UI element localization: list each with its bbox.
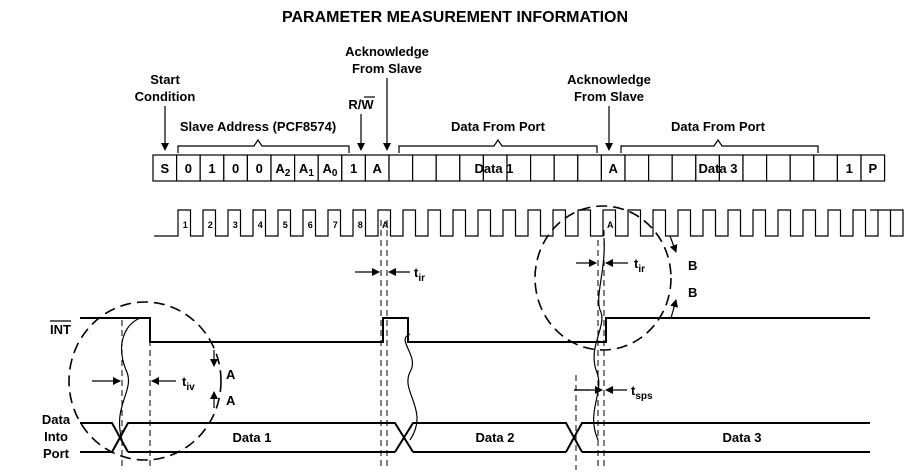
tiv-label: tiv <box>182 374 195 393</box>
frame-cell <box>671 154 697 182</box>
frame-cell <box>860 154 886 182</box>
frame-cell <box>647 154 673 182</box>
bus-data-3: Data 3 <box>722 430 761 445</box>
bus-data-2: Data 2 <box>475 430 514 445</box>
frame-cell <box>742 154 768 182</box>
frame-cell <box>577 154 602 182</box>
frame-cell-label: 1 <box>208 161 215 176</box>
rw-label: R/W <box>348 97 374 112</box>
ack1-label: Acknowledge <box>345 44 429 59</box>
data-into-port-label-2: Into <box>44 429 68 444</box>
marker-a-lower: A <box>226 393 236 408</box>
frame-cell-label: A <box>373 161 383 176</box>
tir-label-2: tir <box>634 256 645 275</box>
frame-cell <box>412 154 437 182</box>
clock-label: 3 <box>233 220 238 230</box>
frame-cell-label: A <box>609 161 619 176</box>
frame-cell <box>529 154 555 182</box>
clock-label: 4 <box>258 220 263 230</box>
clock-label: 6 <box>308 220 313 230</box>
bus-data-1: Data 1 <box>232 430 271 445</box>
frame-cell <box>765 154 791 182</box>
clock-label: A <box>607 220 614 230</box>
marker-a-upper: A <box>226 367 236 382</box>
frame-cell-label: 1 <box>350 161 357 176</box>
tir-sub-1: ir <box>418 273 425 284</box>
diagram-title: PARAMETER MEASUREMENT INFORMATION <box>282 9 628 26</box>
data-from-port-label-1: Data From Port <box>451 119 546 134</box>
tir-sub-2: ir <box>638 264 645 275</box>
slave-address-label: Slave Address (PCF8574) <box>180 119 336 134</box>
scl-clock-waveform <box>154 209 904 237</box>
clock-label: A <box>382 220 389 230</box>
clock-label: 8 <box>358 220 363 230</box>
frame-cell-label: 1 <box>846 161 853 176</box>
tir-label-1: tir <box>414 265 425 284</box>
data-into-port-label-1: Data <box>42 412 71 427</box>
int-waveform <box>80 317 870 343</box>
marker-b-upper: B <box>688 258 697 273</box>
data-from-port-label-2: Data From Port <box>671 119 766 134</box>
frame-cell-label: 0 <box>256 161 263 176</box>
clock-label: 5 <box>283 220 288 230</box>
frame-cell-label: S <box>160 161 169 176</box>
ack2-label: Acknowledge <box>567 72 651 87</box>
int-label: INT <box>50 322 71 337</box>
frame-cell <box>789 154 815 182</box>
frame-cell <box>813 154 838 182</box>
start-condition-label: Start <box>150 72 180 87</box>
frame-cell <box>388 154 414 182</box>
frame-cell <box>553 154 579 182</box>
marker-b-lower: B <box>688 285 697 300</box>
frame-cell <box>435 154 461 182</box>
frame-cell-label: P <box>868 161 877 176</box>
clock-label: 7 <box>333 220 338 230</box>
tsps-label: tsps <box>631 383 653 402</box>
data-bus-upper <box>80 422 870 453</box>
start-condition-label-2: Condition <box>135 89 196 104</box>
clock-labels: 1 2 3 4 5 6 7 8 A A <box>183 220 614 230</box>
data-into-port-label-3: Port <box>43 446 70 461</box>
tiv-sub: iv <box>186 382 195 393</box>
tsps-sub: sps <box>635 391 653 402</box>
frame-cell-label: 0 <box>232 161 239 176</box>
ack1-label-2: From Slave <box>352 61 422 76</box>
clock-label: 1 <box>183 220 188 230</box>
frame-data-label: Data 3 <box>698 161 737 176</box>
frame-cell-label: 0 <box>185 161 192 176</box>
ack2-label-2: From Slave <box>574 89 644 104</box>
clock-label: 2 <box>208 220 213 230</box>
frame-cell <box>624 154 650 182</box>
frame-data-label: Data 1 <box>474 161 513 176</box>
